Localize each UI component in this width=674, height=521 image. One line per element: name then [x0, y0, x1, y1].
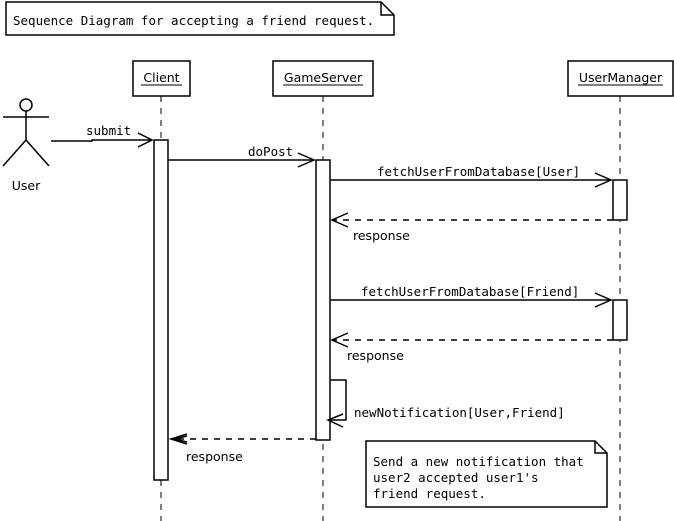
message-new-notification: newNotification[User,Friend]	[326, 379, 565, 428]
message-response-friend: response	[330, 332, 613, 363]
message-submit: submit	[51, 123, 154, 148]
activation-client	[153, 139, 169, 481]
lifeline-client-head: Client	[132, 60, 191, 97]
lifeline-usermanager-label: UserManager	[579, 70, 663, 85]
message-submit-label: submit	[86, 123, 131, 138]
message-fetch-friend-label: fetchUserFromDatabase[Friend]	[361, 284, 579, 299]
message-response-client-label: response	[186, 449, 243, 464]
lifeline-client-label: Client	[143, 70, 179, 85]
lifeline-gameserver-label: GameServer	[284, 70, 363, 85]
notification-note: Send a new notification that user2 accep…	[365, 440, 608, 508]
message-dopost: doPost	[168, 144, 316, 168]
user-actor: User	[2, 98, 50, 193]
activation-gameserver	[315, 159, 331, 441]
note-line-1: Send a new notification that	[373, 454, 584, 469]
message-response-user-label: response	[353, 228, 410, 243]
message-fetch-friend: fetchUserFromDatabase[Friend]	[330, 284, 613, 308]
note-line-3: friend request.	[373, 486, 486, 501]
message-new-notification-label: newNotification[User,Friend]	[354, 405, 565, 420]
lifeline-usermanager-head: UserManager	[567, 60, 674, 97]
activation-usermanager-1	[612, 179, 628, 221]
activation-usermanager-2	[612, 299, 628, 341]
message-fetch-user: fetchUserFromDatabase[User]	[330, 164, 613, 188]
message-response-client: response	[168, 433, 316, 464]
note-line-2: user2 accepted user1's	[373, 470, 539, 485]
actor-label: User	[12, 178, 41, 193]
message-response-friend-label: response	[347, 348, 404, 363]
actor-head	[19, 98, 33, 112]
message-dopost-label: doPost	[248, 144, 293, 159]
lifeline-gameserver-head: GameServer	[272, 60, 374, 97]
title-note: Sequence Diagram for accepting a friend …	[5, 1, 395, 36]
message-response-user: response	[330, 212, 613, 243]
title-note-text: Sequence Diagram for accepting a friend …	[13, 13, 374, 28]
message-fetch-user-label: fetchUserFromDatabase[User]	[377, 164, 580, 179]
